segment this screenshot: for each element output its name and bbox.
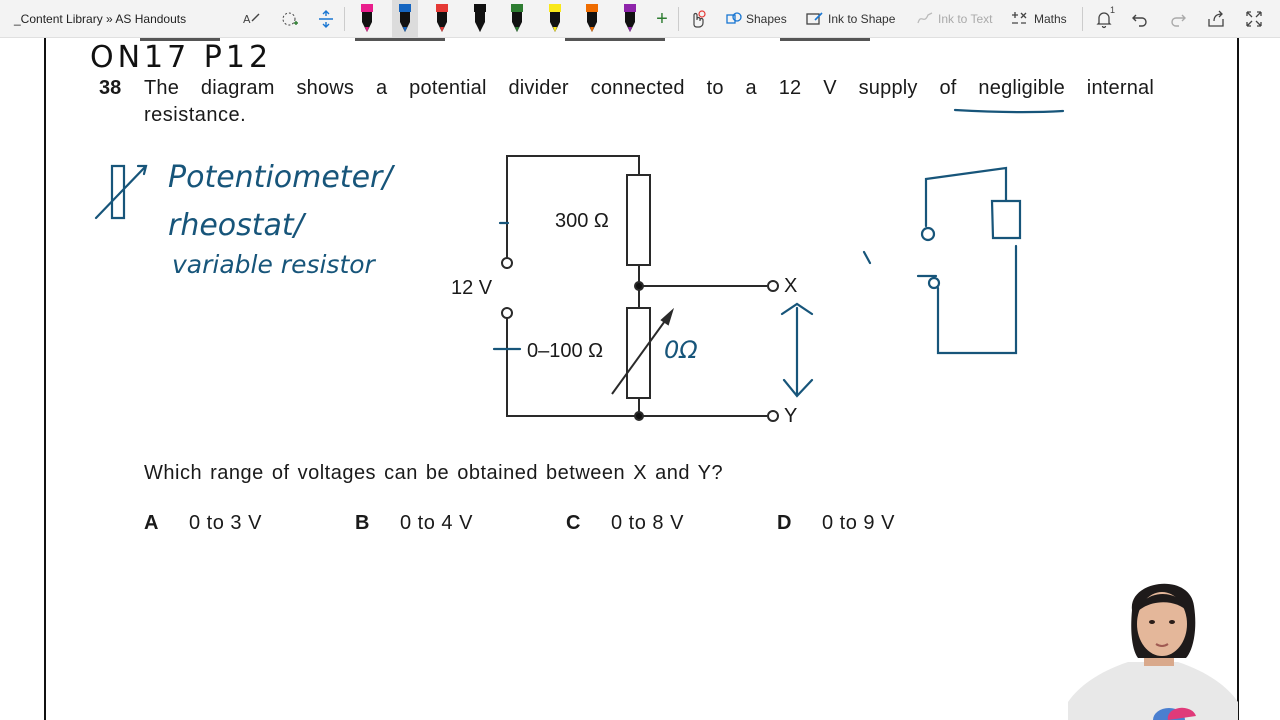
potentiometer-sketch: [94, 164, 148, 220]
handwritten-note-line-3: variable resistor: [172, 250, 375, 279]
add-pen-icon[interactable]: +: [656, 7, 668, 30]
fixed-resistor-label: 300 Ω: [555, 210, 609, 232]
sketch-terminal-top: [920, 226, 936, 242]
ruler-touch-icon[interactable]: [686, 0, 710, 38]
pen-4-button[interactable]: [467, 0, 493, 38]
underline-negligible: [953, 108, 1065, 114]
option-b-letter: B: [355, 512, 370, 534]
breadcrumb[interactable]: _Content Library » AS Handouts: [14, 12, 187, 26]
fullscreen-icon[interactable]: [1242, 0, 1266, 38]
handwritten-zero-ohm: 0Ω: [664, 336, 698, 364]
pen-3-button[interactable]: [429, 0, 455, 38]
supply-voltage-label: 12 V: [451, 277, 493, 299]
handwritten-paper-code: ON17 P12: [90, 40, 273, 75]
junction-dot-x: [634, 281, 644, 291]
toolbar-divider: [678, 7, 679, 31]
svg-text:A: A: [243, 13, 251, 26]
supply-terminal-bottom: [501, 307, 513, 319]
ink-to-text-label: Ink to Text: [938, 12, 993, 26]
share-icon[interactable]: [1204, 0, 1228, 38]
option-c-text: 0 to 8 V: [611, 512, 684, 534]
ink-to-text-button[interactable]: Ink to Text: [916, 0, 992, 38]
pen-7-button[interactable]: [579, 0, 605, 38]
pen-icon: [511, 4, 523, 32]
option-d-letter: D: [777, 512, 792, 534]
notebook-page[interactable]: ON17 P12 38 The diagram shows a potentia…: [0, 38, 1280, 720]
ink-to-shape-button[interactable]: Ink to Shape: [806, 0, 895, 38]
variable-resistor-label: 0–100 Ω: [527, 340, 604, 362]
voltage-double-arrow: [780, 302, 814, 398]
insert-space-icon[interactable]: [314, 0, 338, 38]
terminal-y-label: Y: [784, 405, 798, 427]
option-d-text: 0 to 9 V: [822, 512, 895, 534]
variable-resistor: [626, 307, 651, 399]
pen-2-button[interactable]: [391, 0, 418, 38]
page-drawing-layer: [94, 38, 1065, 422]
pen-5-button[interactable]: [504, 0, 530, 38]
option-b-text: 0 to 4 V: [400, 512, 473, 534]
page-border-right: [1237, 38, 1239, 720]
sketch-resistor: [990, 199, 1022, 240]
pen-icon: [586, 4, 598, 32]
lasso-select-icon[interactable]: A: [240, 0, 264, 38]
junction-dot-y: [634, 411, 644, 421]
rheostat-arrow: [611, 313, 671, 395]
terminal-y: [767, 410, 779, 422]
circuit-bottom-wire: [506, 318, 767, 417]
maths-label: Maths: [1034, 12, 1067, 26]
pen-icon: [623, 4, 636, 32]
pen-icon: [436, 4, 448, 32]
presenter-video: [1068, 583, 1238, 720]
terminal-x-label: X: [784, 275, 798, 297]
terminal-x: [767, 280, 779, 292]
pen-icon: [361, 4, 373, 32]
shapes-button[interactable]: Shapes: [726, 0, 787, 38]
webcam-overlay: [1068, 572, 1238, 720]
maths-button[interactable]: Maths: [1010, 0, 1067, 38]
option-c-letter: C: [566, 512, 581, 534]
pen-icon: [548, 4, 561, 32]
onenote-toolbar: _Content Library » AS Handouts A + Shape…: [0, 0, 1280, 38]
pen-6-button[interactable]: [542, 0, 568, 38]
rheostat-arrowhead: [660, 307, 675, 326]
pen-1-button[interactable]: [354, 0, 380, 38]
pen-icon: [398, 4, 411, 32]
undo-icon[interactable]: [1128, 0, 1152, 38]
lasso-icon[interactable]: [278, 0, 302, 38]
handwritten-note-line-2: rheostat/: [168, 208, 304, 243]
ink-annotations: [94, 108, 1065, 398]
toolbar-divider: [344, 7, 345, 31]
previous-question-remnant: [140, 38, 870, 41]
option-a-letter: A: [144, 512, 159, 534]
page-border-left: [44, 38, 46, 720]
notification-bell-icon[interactable]: [1092, 0, 1116, 38]
question-prompt: Which range of voltages can be obtained …: [144, 462, 724, 484]
ink-tick: [862, 250, 872, 265]
supply-gap: [503, 269, 511, 307]
handwritten-note-line-1: Potentiometer/: [168, 160, 393, 195]
fixed-resistor: [626, 174, 651, 266]
redo-icon[interactable]: [1166, 0, 1190, 38]
pen-icon: [473, 4, 486, 32]
circuit-diagram: [501, 155, 779, 422]
notification-count: 1: [1110, 5, 1116, 15]
sketch-bottom-wire: [916, 244, 1018, 355]
pen-8-button[interactable]: [617, 0, 643, 38]
supply-terminal-top: [501, 257, 513, 269]
sketch-top-wire: [924, 166, 1008, 228]
question-line-2: resistance.: [144, 104, 247, 126]
circuit-top-wire: [506, 155, 640, 300]
shapes-label: Shapes: [746, 12, 787, 26]
ink-to-shape-label: Ink to Shape: [828, 12, 896, 26]
sketch-terminal-bottom: [927, 276, 941, 290]
question-line-1: The diagram shows a potential divider co…: [144, 77, 1154, 99]
question-number: 38: [99, 77, 122, 99]
option-a-text: 0 to 3 V: [189, 512, 262, 534]
toolbar-divider: [1082, 7, 1083, 31]
